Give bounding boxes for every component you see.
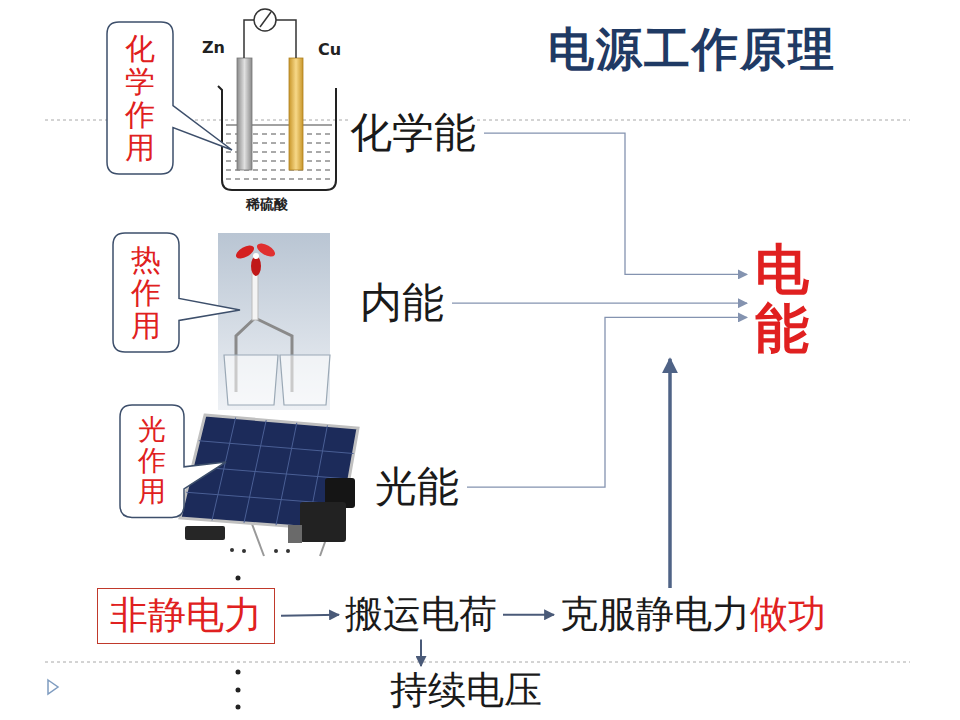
node-text: 化学能 [350, 108, 476, 157]
meter-symbol [254, 9, 276, 31]
solution-label: 稀硫酸 [246, 196, 288, 213]
flow-arrow [503, 614, 554, 616]
node-text: 克服静电力 [560, 592, 750, 636]
energy-label: 化学能 [350, 108, 476, 158]
slide-title: 电源工作原理 [548, 22, 836, 77]
fan-hub [253, 253, 259, 259]
node-text: 持续电压 [390, 668, 542, 712]
wire [244, 20, 254, 58]
process-box: 非静电力 [97, 588, 275, 644]
node-text: 热作用 [131, 243, 161, 342]
divider-line [45, 662, 910, 663]
copper-electrode [289, 58, 303, 170]
flow-arrow [281, 615, 339, 616]
beaker-outline [218, 86, 336, 190]
callout-bubble: 热作用 [113, 233, 179, 352]
process-step: 克服静电力做功 [560, 592, 826, 638]
slide-bullet [48, 680, 58, 694]
ellipsis-dot [236, 688, 241, 693]
glass-cup [280, 355, 330, 405]
panel-stand [252, 524, 264, 556]
flow-arrow [467, 317, 747, 487]
meter-needle [260, 12, 271, 27]
thermocouple-illustration [218, 233, 330, 410]
glass-cup [224, 355, 278, 405]
process-result: 持续电压 [390, 668, 542, 714]
controller-box [288, 525, 302, 543]
inverter-box [185, 526, 225, 540]
battery-box [300, 502, 346, 542]
flow-arrow [484, 133, 747, 274]
callout-bubble: 化学作用 [107, 22, 173, 174]
ellipsis-dot [236, 576, 241, 581]
node-text: 做功 [750, 592, 826, 636]
ellipsis-dot [236, 705, 241, 710]
node-text: 电能 [755, 240, 809, 359]
flow-arrow [668, 359, 672, 588]
node-text: 光能 [375, 462, 459, 511]
panel-grid [199, 441, 354, 454]
node-text: 化学作用 [125, 32, 155, 164]
ellipsis-dot [236, 670, 241, 675]
energy-label: 内能 [360, 278, 444, 328]
bubble-shape [107, 22, 232, 174]
beaker-illustration [218, 9, 336, 190]
zinc-electrode [237, 58, 252, 170]
callout-bubble: 光作用 [120, 405, 184, 517]
electrode-label: Cu [318, 40, 341, 59]
flow-arrow [452, 303, 747, 304]
node-text: 非静电力 [110, 593, 262, 637]
bubble-shape [113, 233, 240, 352]
wire [276, 20, 296, 58]
connector-part [286, 549, 290, 553]
solar-panel-illustration [180, 415, 358, 556]
node-text: 光作用 [138, 415, 166, 507]
liquid-line [226, 179, 332, 180]
flow-arrow [420, 640, 422, 666]
photo-background [218, 233, 330, 410]
bubble-shape [120, 405, 226, 517]
node-text: 内能 [360, 278, 444, 327]
connector-part [230, 548, 234, 552]
electrode-label: Zn [202, 38, 225, 57]
node-text: 搬运电荷 [345, 592, 497, 636]
process-step: 搬运电荷 [345, 592, 497, 638]
target-energy: 电能 [755, 240, 809, 359]
energy-label: 光能 [375, 462, 459, 512]
connector-part [242, 549, 246, 553]
connector-part [274, 549, 278, 553]
